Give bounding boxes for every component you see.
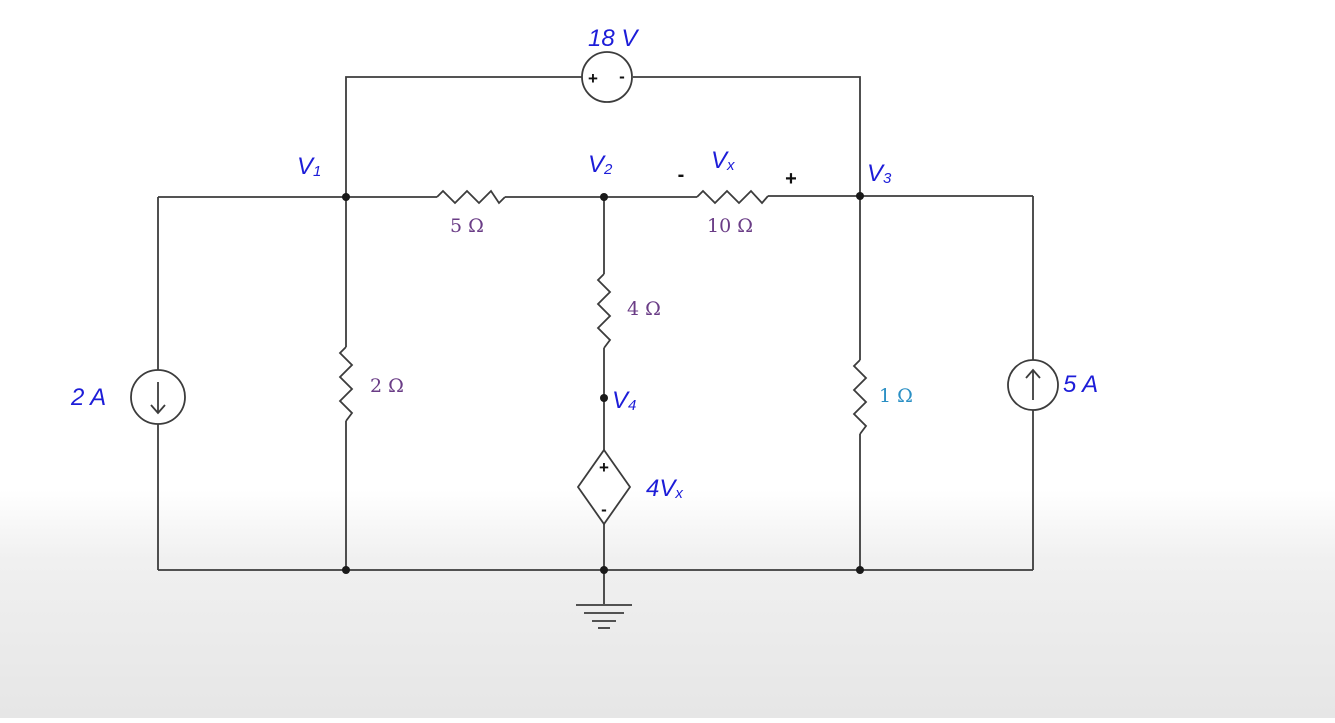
vx-minus-sign: - xyxy=(678,164,685,186)
dep-plus-sign: + xyxy=(599,458,609,477)
arrow-down-icon xyxy=(150,382,166,415)
wires xyxy=(157,76,1034,604)
node-dot-v3 xyxy=(856,192,864,200)
current-source-2a xyxy=(130,369,186,425)
label-4vx: 4Vx xyxy=(646,475,683,502)
dependent-source-4vx: + - xyxy=(576,448,632,526)
vx-plus-sign: + xyxy=(785,168,797,190)
node-dot-bottom-mid xyxy=(600,566,608,574)
label-10ohm: 10 Ω xyxy=(707,215,753,237)
voltage-source-18v: + - xyxy=(581,51,633,103)
label-2ohm: 2 Ω xyxy=(370,375,404,397)
node-dot-v2 xyxy=(600,193,608,201)
label-5a: 5 A xyxy=(1063,371,1098,398)
label-2a: 2 A xyxy=(70,384,106,411)
label-node-v3: V3 xyxy=(867,160,892,187)
label-node-v4: V4 xyxy=(612,387,636,414)
node-dot-bottom-right xyxy=(856,566,864,574)
arrow-up-icon xyxy=(1025,368,1041,400)
node-dot-v1 xyxy=(342,193,350,201)
label-node-v2: V2 xyxy=(588,151,613,178)
resistor-2ohm xyxy=(338,346,354,422)
wire-top-right xyxy=(633,76,861,197)
node-dot-bottom-left xyxy=(342,566,350,574)
label-18v: 18 V xyxy=(588,25,639,52)
vs-plus-sign: + xyxy=(588,69,598,88)
node-dot-v4 xyxy=(600,394,608,402)
resistor-10ohm xyxy=(696,189,769,205)
label-1ohm: 1 Ω xyxy=(879,385,913,407)
resistor-1ohm xyxy=(852,359,868,435)
wire-top-left xyxy=(345,76,582,197)
label-vx: Vx xyxy=(711,147,735,174)
vs-minus-sign: - xyxy=(619,67,625,86)
label-4ohm: 4 Ω xyxy=(627,298,661,320)
current-source-5a xyxy=(1007,359,1059,411)
resistor-4ohm xyxy=(596,273,612,349)
junction-dots xyxy=(342,192,864,574)
dep-minus-sign: - xyxy=(601,500,607,519)
resistor-5ohm xyxy=(436,189,506,205)
ground-symbol xyxy=(576,604,632,629)
label-5ohm: 5 Ω xyxy=(450,215,484,237)
label-node-v1: V1 xyxy=(297,153,321,180)
